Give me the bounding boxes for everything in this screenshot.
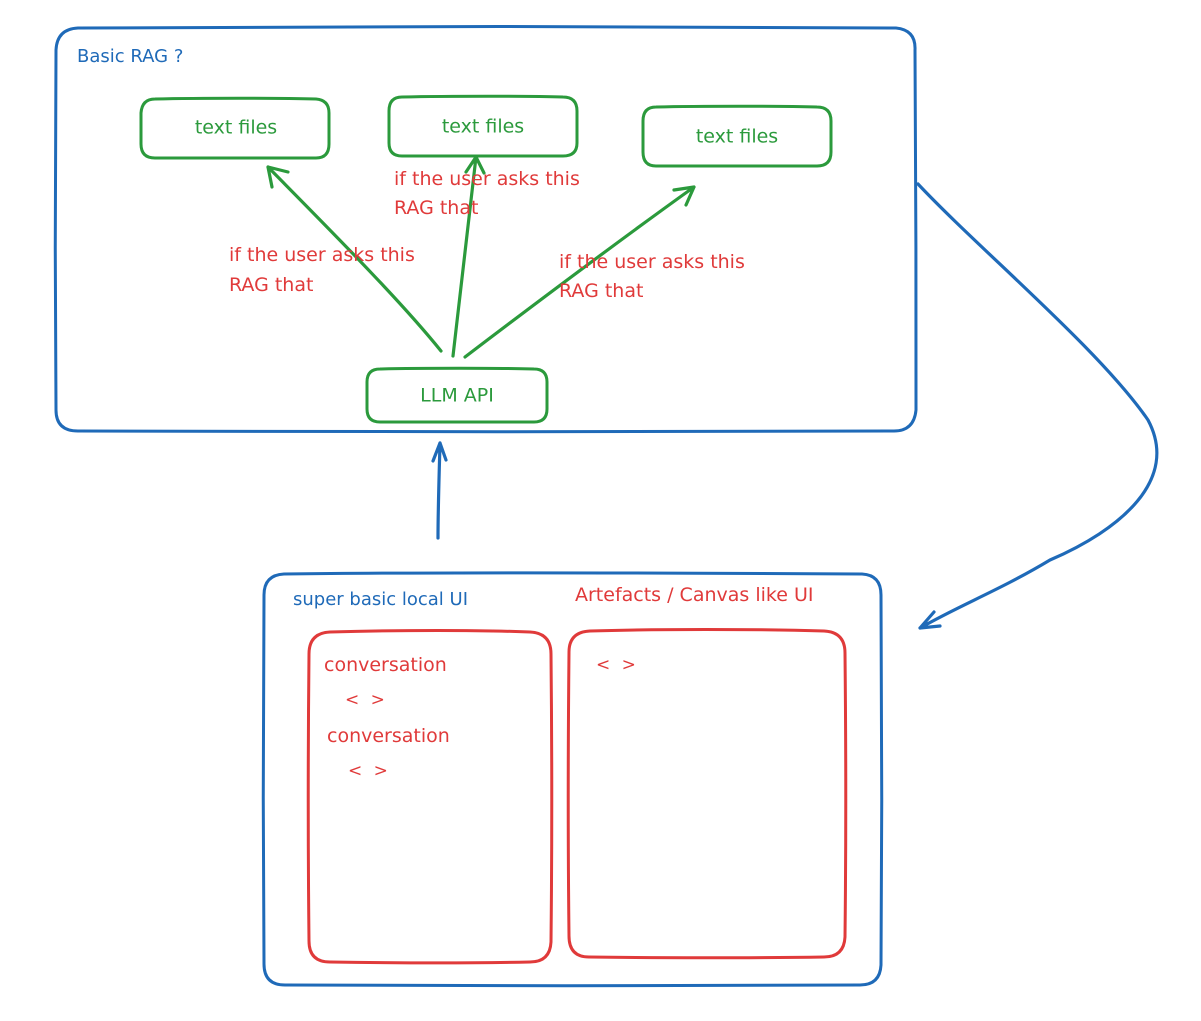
rag-frame-title: Basic RAG ? [77,46,184,67]
annotation-3-line-2: RAG that [559,280,644,302]
arrow-llm-to-text-files-1 [266,165,443,353]
arrow-llm-to-text-files-3 [463,185,696,359]
llm-api-label: LLM API [420,384,494,407]
text-files-box-1 [139,96,331,160]
text-files-box-2 [387,94,579,158]
ui-frame [261,571,884,988]
conversation-panel [306,629,554,965]
arrow-rag-to-ui [916,182,1159,630]
annotation-2-line-1: if the user asks this [394,168,580,190]
conversation-label-1: conversation [324,654,447,676]
rag-frame [53,25,918,434]
arrow-ui-to-llm-api [431,441,448,540]
artefacts-title: Artefacts / Canvas like UI [575,584,814,606]
artefact-code: < > [596,655,639,675]
conversation-code-1: < > [345,690,388,710]
ui-frame-title: super basic local UI [293,589,469,610]
artefacts-panel [566,628,848,960]
llm-api-box [365,366,549,424]
annotation-3-line-1: if the user asks this [559,251,745,273]
text-files-label-3: text files [695,125,779,148]
annotation-1-line-1: if the user asks this [229,244,415,266]
text-files-label-1: text files [194,116,278,139]
conversation-label-2: conversation [327,725,450,747]
annotation-2-line-2: RAG that [394,197,479,219]
arrow-llm-to-text-files-2 [451,155,486,358]
text-files-label-2: text files [441,115,525,138]
conversation-code-2: < > [348,761,391,781]
annotation-1-line-2: RAG that [229,274,314,296]
text-files-box-3 [641,104,833,168]
